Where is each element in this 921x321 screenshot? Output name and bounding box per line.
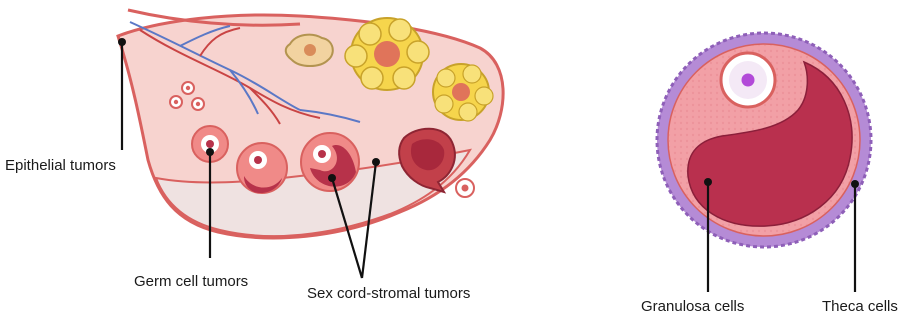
label-granulosa-cells: Granulosa cells (641, 298, 744, 316)
pointer-dot-granulosa (704, 178, 712, 186)
pointer-dot-germ-cell (206, 148, 214, 156)
corpus-luteum-small (286, 35, 333, 66)
label-sex-cord-stromal-tumors: Sex cord-stromal tumors (307, 285, 470, 303)
oocyte-nucleus (742, 74, 755, 87)
ovary-illustration (118, 10, 503, 238)
released-oocyte (456, 179, 474, 197)
pointer-dot-theca (851, 180, 859, 188)
pointer-dot-sex-cord-a (328, 174, 336, 182)
follicle-antral (301, 133, 359, 191)
label-theca-cells: Theca cells (822, 298, 898, 316)
label-germ-cell-tumors: Germ cell tumors (134, 273, 248, 291)
label-epithelial-tumors: Epithelial tumors (5, 157, 116, 175)
pointer-dot-sex-cord-b (372, 158, 380, 166)
pointer-dot-epithelial (118, 38, 126, 46)
follicle-cross-section (657, 33, 871, 247)
follicle-secondary (237, 143, 287, 193)
